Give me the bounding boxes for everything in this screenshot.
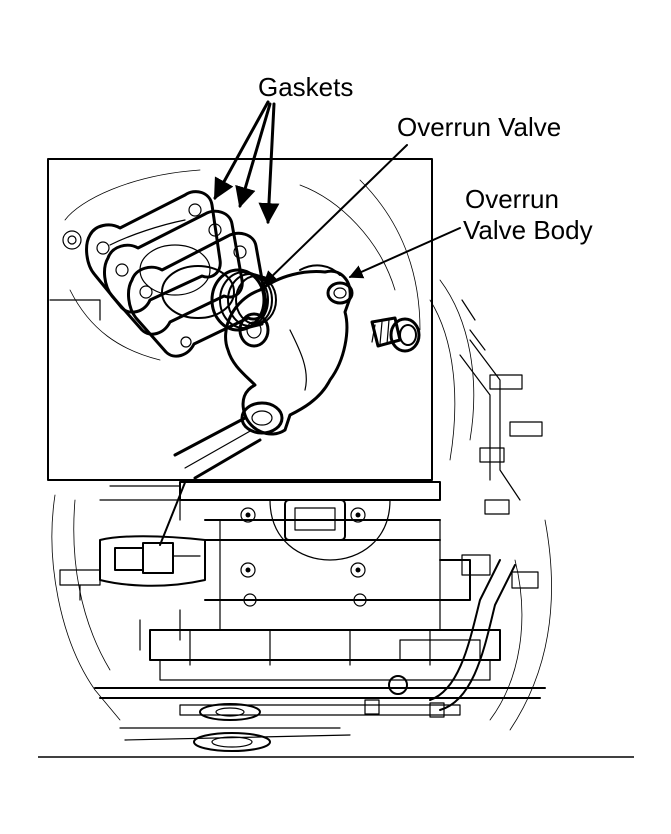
overrun-valve-body-label-line1: Overrun	[465, 184, 559, 214]
detail-inset	[47, 158, 433, 481]
gaskets-callout: Gaskets	[213, 72, 353, 225]
manifold-bolts	[240, 507, 367, 607]
gaskets-label: Gaskets	[258, 72, 353, 102]
inset-leader-line	[159, 479, 187, 546]
overrun-valve	[210, 268, 277, 332]
engine-assembly	[51, 279, 552, 752]
overrun-valve-body	[224, 264, 354, 436]
overrun-valve-callout: Overrun Valve	[262, 112, 561, 285]
hose	[173, 416, 262, 480]
gasket-1	[85, 190, 222, 314]
overrun-valve-body-callout: Overrun Valve Body	[348, 184, 593, 279]
mounting-bolt	[370, 316, 421, 353]
overrun-valve-body-label-line2: Valve Body	[463, 215, 593, 245]
gasket-3	[127, 231, 268, 358]
overrun-valve-label: Overrun Valve	[397, 112, 561, 142]
